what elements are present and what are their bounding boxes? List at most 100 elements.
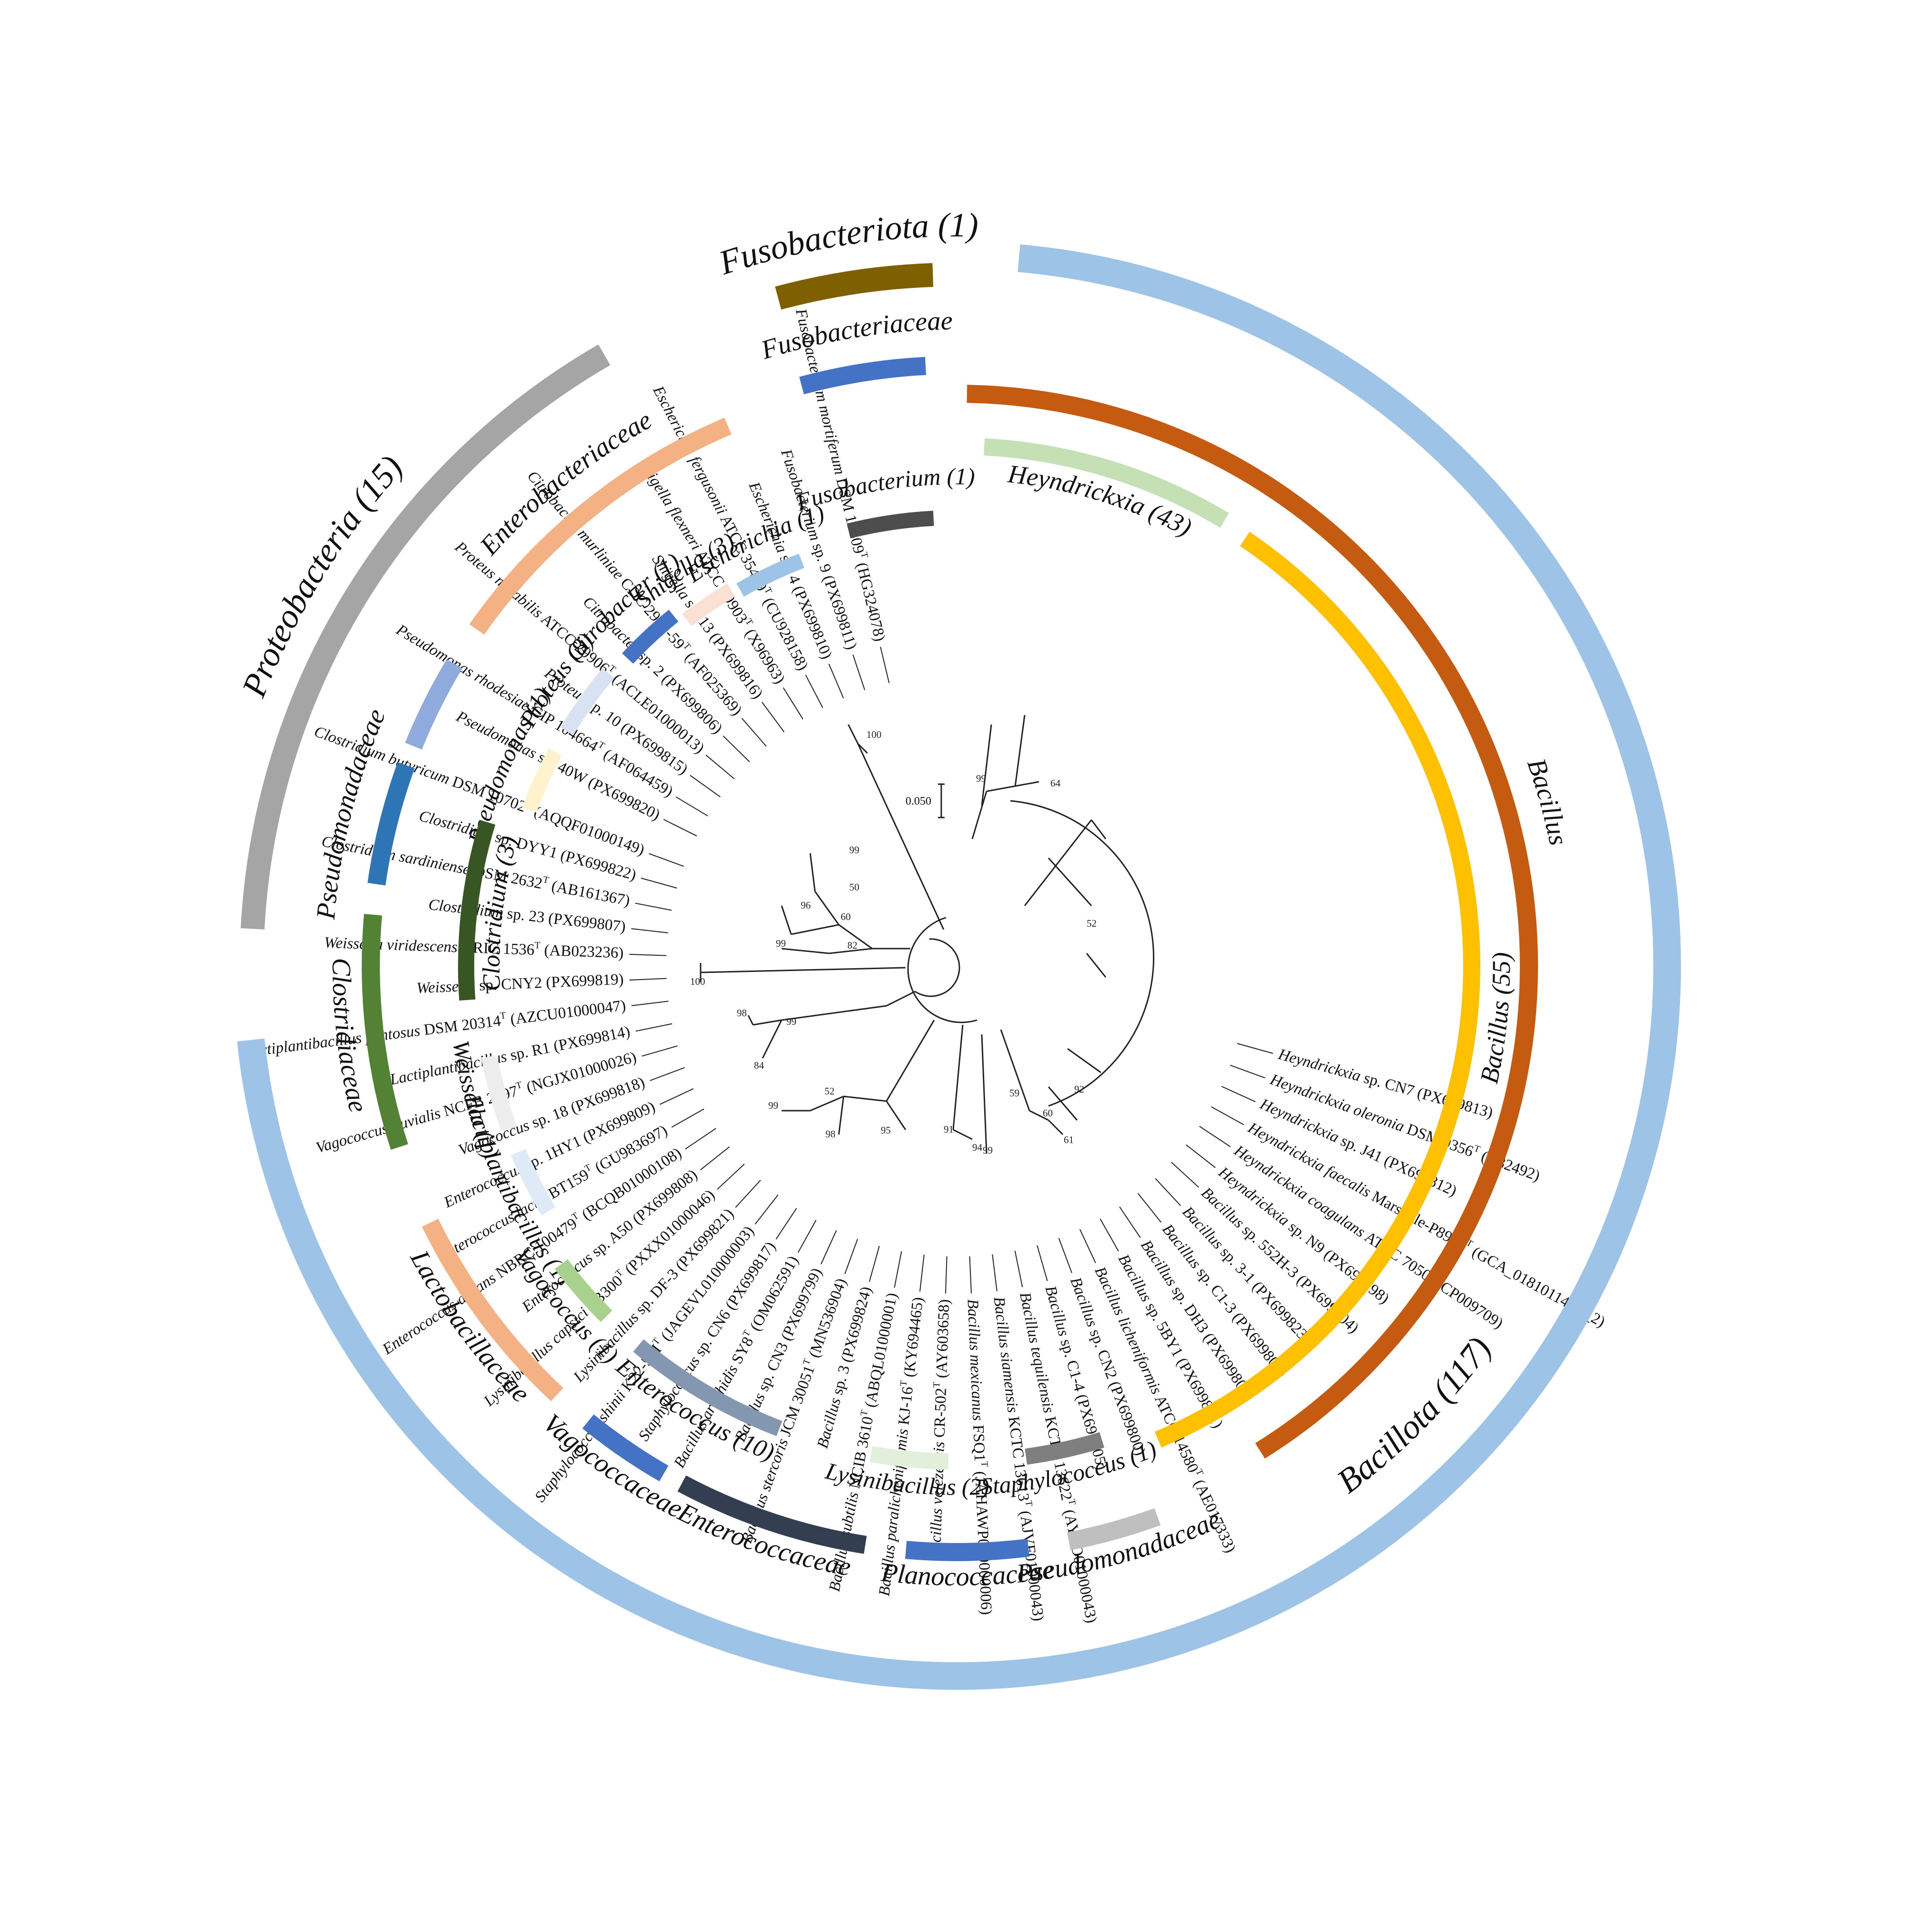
lactic-clade — [782, 1020, 935, 1135]
leaf-branch — [844, 1238, 858, 1274]
leaf-branch — [1171, 1162, 1199, 1188]
leaf-branch — [775, 1208, 797, 1240]
leaf-branch — [717, 1164, 745, 1190]
fam-bar-clostridiaceae — [362, 914, 408, 1150]
arcs-bar-vagococcus-1 — [554, 1259, 612, 1322]
leaf-branch — [690, 775, 721, 797]
pseudomonas-branch — [700, 963, 906, 982]
arcs-bar-clostridium-3 — [458, 819, 496, 1001]
leaf-branch — [641, 1045, 678, 1057]
leaf-type-mark: T — [534, 940, 540, 951]
bootstrap-value: 64 — [1050, 777, 1061, 789]
leaf-branch — [1014, 1250, 1023, 1288]
proteobacteria-clade — [781, 853, 910, 954]
leaf-branch — [1221, 1086, 1256, 1103]
bootstrap-value: 99 — [849, 844, 859, 856]
leaf-strain: JCM 30051 — [775, 1363, 818, 1442]
leaf-strain: sp. 23 (PX699807) — [502, 904, 627, 935]
leaf-branch — [894, 1251, 902, 1288]
fam-label-fusobacteriaceae: Fusobacteriaceae — [757, 306, 953, 365]
leaf-branch — [761, 702, 785, 733]
bootstrap-value: 92 — [1074, 1084, 1084, 1095]
arcs-label-bacillus-55: Bacillus (55) — [1475, 952, 1516, 1086]
bootstrap-value: 95 — [881, 1124, 891, 1136]
leaf-branch — [1058, 1238, 1072, 1273]
leaf-branch — [805, 675, 824, 708]
fam-bar-vagococcaceae — [582, 1414, 669, 1482]
leaf-taxon: Bacillus — [1067, 1275, 1101, 1329]
leaf-branch — [723, 736, 750, 763]
tree-branches — [629, 646, 1273, 1294]
clostridium-clade — [747, 991, 916, 1059]
bootstrap-value: 98 — [825, 1128, 835, 1140]
leaf-branch — [629, 954, 667, 956]
leaf-type-mark: T — [515, 1079, 523, 1091]
bootstrap-value: 99 — [786, 1016, 796, 1027]
bootstrap-value: 99 — [776, 938, 786, 949]
leaf-strain: CR-502 — [931, 1388, 950, 1442]
bootstrap-value: 60 — [841, 911, 851, 922]
leaf-branch — [1230, 1064, 1265, 1079]
arcs-bar-staphylococcus-1 — [1025, 1432, 1105, 1465]
leaf-branch — [629, 978, 667, 981]
arcs-bar-lactiplantibacillus-1 — [510, 1149, 556, 1216]
leaf-branch — [685, 1128, 716, 1150]
leaf-strain: FSQ1 — [969, 1421, 988, 1462]
phylum-label-bacillota-117: Bacillota (117) — [1330, 1330, 1498, 1501]
arcs-bar-bacillus-55 — [1154, 532, 1480, 1448]
leaf-branch — [1237, 1043, 1273, 1054]
leaf-branch — [660, 1088, 694, 1105]
bootstrap-value: 99 — [768, 1100, 778, 1111]
arcs-bar-escherichia-1 — [736, 553, 804, 597]
scale-bar-line — [938, 783, 945, 818]
leaf-branch — [1137, 1193, 1162, 1223]
leaf-branch — [828, 664, 844, 698]
scale-bar-label: 0.050 — [906, 795, 931, 808]
arcs-bar-weissella-1 — [481, 1055, 517, 1132]
leaf-branch — [705, 755, 735, 779]
leaf-taxon: Pseudomonas rhodesiae — [393, 621, 533, 715]
leaf-accession: (KY694465) — [900, 1296, 926, 1382]
fam-label-bacillus: Bacillus — [1521, 755, 1573, 848]
leaf-branch — [735, 1180, 761, 1208]
enterococcus-lysinibacillus-clade — [952, 1024, 1064, 1154]
root-arc-outer — [907, 917, 977, 1023]
leaf-branch — [820, 1230, 837, 1265]
leaf-branch — [650, 1067, 685, 1081]
leaf-taxon: Weissella viridescens — [324, 934, 458, 956]
fam-bar-pseudomonadaceae — [367, 762, 415, 886]
leaf-branch — [631, 1001, 669, 1006]
leaf-type-mark: T — [858, 1409, 870, 1417]
leaf-branch — [945, 1256, 947, 1294]
phylum-label-fusobacteriota-1: Fusobacteriota (1) — [714, 206, 978, 282]
leaf-branch — [919, 1254, 925, 1292]
leaf-branch — [1199, 1125, 1231, 1147]
fam-label-pseudomonadaceae: Pseudomonadaceae — [1015, 1504, 1225, 1589]
leaf-branch — [635, 902, 672, 911]
leaf-taxon: Bacillus — [1042, 1284, 1072, 1338]
leaf-type-mark: T — [1067, 1498, 1078, 1506]
bootstrap-value: 52 — [825, 1085, 835, 1097]
bacillus-subclade — [1024, 819, 1107, 1121]
bootstrap-value: 99 — [983, 1145, 993, 1156]
arcs-bar-proteus-8 — [560, 668, 614, 736]
bootstrap-value: 61 — [1064, 1134, 1074, 1145]
arcs-bar-heyndrickxia-43 — [984, 438, 1229, 528]
root-arc-inner — [915, 938, 960, 997]
fam-bar-unlabeled — [405, 659, 462, 750]
leaf-taxon: Bacillus mexicanus — [964, 1298, 987, 1421]
bootstrap-value: 60 — [1043, 1107, 1053, 1119]
phylum-bar-bacillota-117 — [237, 244, 1681, 1690]
heyndrickxia-clade — [971, 715, 1039, 839]
arcs-bar-pseudomonas-1 — [522, 748, 562, 813]
leaf-branch — [1100, 1218, 1119, 1252]
leaf-branch — [635, 1023, 672, 1032]
leaf-branch — [1211, 1106, 1244, 1125]
leaf-branch — [797, 1220, 817, 1253]
leaf-branch — [1037, 1245, 1048, 1281]
leaf-accession: (AY603658) — [933, 1299, 953, 1382]
bootstrap-value: 50 — [849, 881, 859, 893]
leaf-branch — [663, 819, 697, 837]
fam-bar-planococcaceae — [905, 1538, 1030, 1561]
